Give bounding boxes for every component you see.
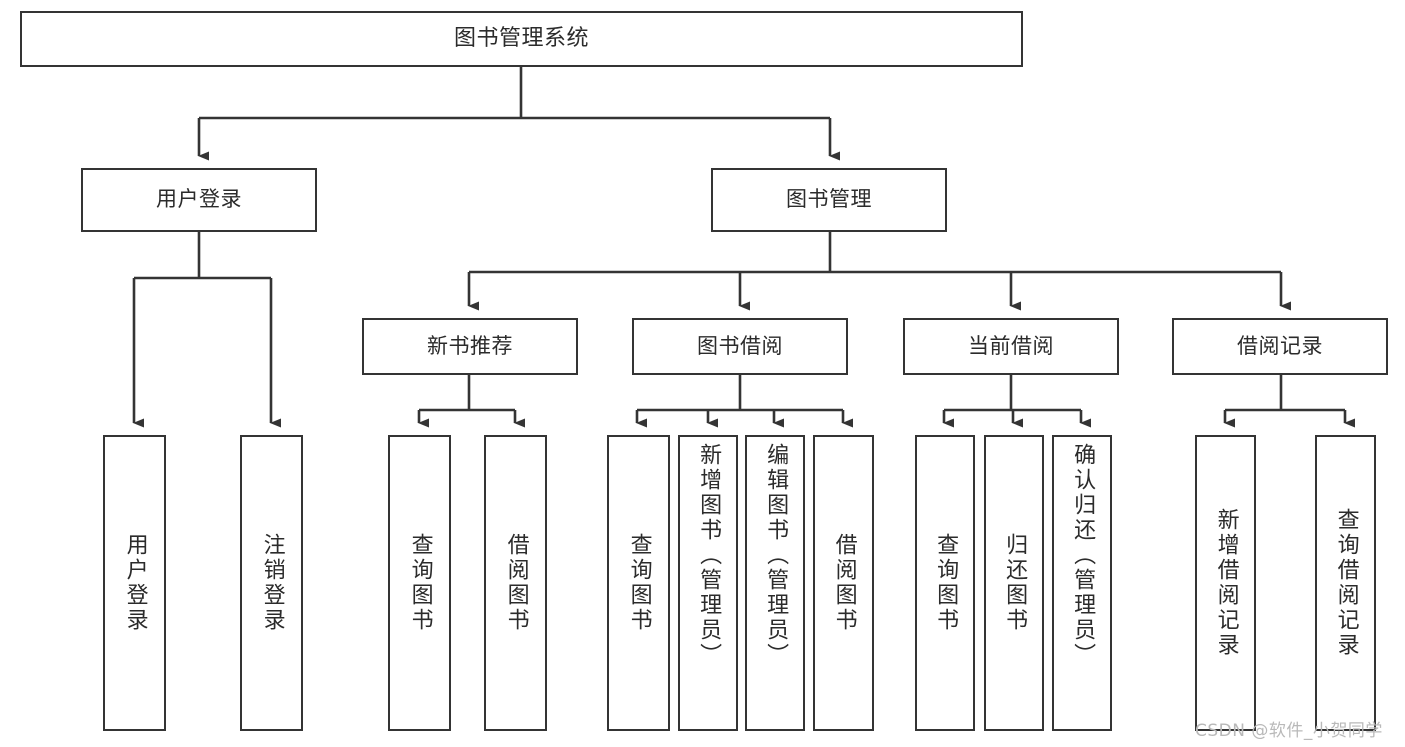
node-label: 当前借阅: [968, 333, 1054, 358]
node-label: 查询图书: [407, 533, 433, 633]
leaf-user-login[interactable]: 用户登录: [103, 435, 166, 731]
leaf-query-borrow-record[interactable]: 查询借阅记录: [1315, 435, 1376, 731]
leaf-query-book-recommend[interactable]: 查询图书: [388, 435, 451, 731]
node-borrow-record[interactable]: 借阅记录: [1172, 318, 1388, 375]
leaf-logout[interactable]: 注销登录: [240, 435, 303, 731]
node-label: 借阅图书: [503, 533, 529, 633]
node-new-book-recommend[interactable]: 新书推荐: [362, 318, 578, 375]
node-user-login[interactable]: 用户登录: [81, 168, 317, 232]
node-label: 查询借阅记录: [1333, 508, 1359, 658]
node-label: 查询图书: [933, 533, 959, 633]
node-label: 用户登录: [122, 533, 148, 633]
node-label: 编辑图书（管理员）: [763, 443, 789, 668]
node-label: 图书管理: [786, 187, 872, 212]
node-label: 图书管理系统: [453, 25, 589, 51]
leaf-add-book-admin[interactable]: 新增图书（管理员）: [678, 435, 738, 731]
node-label: 归还图书: [1002, 533, 1028, 633]
node-label: 查询图书: [626, 533, 652, 633]
leaf-return-book[interactable]: 归还图书: [984, 435, 1044, 731]
node-root-library-system[interactable]: 图书管理系统: [20, 11, 1023, 67]
node-label: 新增借阅记录: [1213, 508, 1239, 658]
node-book-management[interactable]: 图书管理: [711, 168, 947, 232]
node-label: 图书借阅: [697, 333, 783, 358]
csdn-watermark: CSDN @软件_小贺同学: [1195, 721, 1383, 741]
node-label: 注销登录: [259, 533, 285, 633]
leaf-borrow-book-recommend[interactable]: 借阅图书: [484, 435, 547, 731]
node-label: 新增图书（管理员）: [696, 443, 722, 668]
leaf-query-book-current[interactable]: 查询图书: [915, 435, 975, 731]
node-book-borrow[interactable]: 图书借阅: [632, 318, 848, 375]
node-label: 借阅记录: [1237, 333, 1323, 358]
node-label: 新书推荐: [427, 333, 513, 358]
leaf-query-book-borrow[interactable]: 查询图书: [607, 435, 670, 731]
leaf-edit-book-admin[interactable]: 编辑图书（管理员）: [745, 435, 805, 731]
leaf-confirm-return-admin[interactable]: 确认归还（管理员）: [1052, 435, 1112, 731]
leaf-borrow-book[interactable]: 借阅图书: [813, 435, 874, 731]
node-label: 用户登录: [156, 187, 242, 212]
node-label: 借阅图书: [831, 533, 857, 633]
leaf-add-borrow-record[interactable]: 新增借阅记录: [1195, 435, 1256, 731]
node-label: 确认归还（管理员）: [1070, 443, 1096, 668]
node-current-borrow[interactable]: 当前借阅: [903, 318, 1119, 375]
